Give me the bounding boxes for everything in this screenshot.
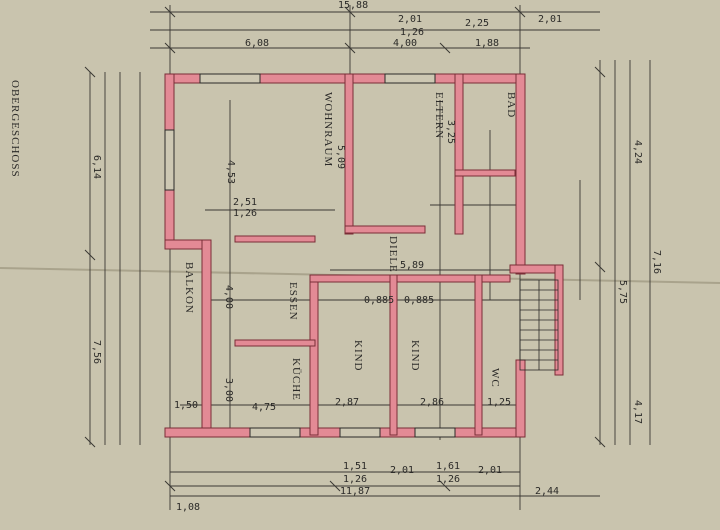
room-eltern: ELTERN: [433, 92, 445, 139]
dim-top-total: 15,88: [338, 0, 368, 11]
room-diele: DIELE: [387, 236, 399, 273]
window-kind1: [339, 427, 381, 438]
window-eltern: [384, 73, 436, 84]
dim-kueche-h: 3,00: [223, 378, 234, 402]
wall-wohn-diele: [344, 73, 354, 235]
dim-wc-w: 1,25: [487, 397, 511, 408]
wall-essen-top: [234, 235, 316, 243]
dim-essen-h: 4,00: [223, 285, 234, 309]
dim-left-a: 6,14: [91, 155, 102, 179]
dim-top-e: 6,08: [245, 38, 269, 49]
dim-misc-c: 1,50: [174, 400, 198, 411]
wall-right-upper: [515, 73, 526, 275]
staircase: [519, 279, 559, 371]
dim-diele-w: 5,89: [400, 260, 424, 271]
dim-top-g: 1,88: [475, 38, 499, 49]
dim-left-b: 7,56: [91, 340, 102, 364]
windows: [164, 73, 456, 438]
wall-diele-top: [344, 225, 426, 234]
room-kind-2: KIND: [409, 340, 421, 372]
window-kind2: [414, 427, 456, 438]
dim-bottom-f: 1,26: [436, 474, 460, 485]
dim-eltern-h: 3,25: [445, 120, 456, 144]
room-wohnraum: WOHNRAUM: [322, 92, 334, 167]
dim-top-b: 2,25: [465, 18, 489, 29]
wall-right-lower: [515, 359, 526, 438]
dim-bottom-e: 1,26: [343, 474, 367, 485]
dim-kind-w1: 2,87: [335, 397, 359, 408]
wall-kind-kind: [389, 274, 398, 436]
dim-wohn-w: 5,09: [335, 145, 346, 169]
dim-right-a: 7,16: [651, 250, 662, 274]
wall-essen-kind: [309, 274, 319, 436]
wall-eltern-bad: [454, 73, 464, 235]
dim-bottom-d: 2,01: [478, 465, 502, 476]
wall-stair-top: [509, 264, 561, 274]
wall-bad-bottom: [454, 169, 516, 177]
room-balkon: BALKON: [183, 262, 195, 314]
dim-bottom-b: 2,01: [390, 465, 414, 476]
sheet-title: OBERGESCHOSS: [9, 80, 21, 178]
dim-kind-w2: 2,86: [420, 397, 444, 408]
room-wc: WC: [489, 368, 501, 388]
wall-balcony-inner: [201, 239, 212, 436]
dimension-ticks: [84, 6, 606, 492]
dim-bottom-h: 1,08: [176, 502, 200, 513]
dim-bottom-g: 2,44: [535, 486, 559, 497]
room-bad: BAD: [505, 92, 517, 118]
wall-kueche-top: [234, 339, 316, 347]
dim-right-b: 4,24: [632, 140, 643, 164]
window-kueche: [249, 427, 301, 438]
window-wohn-side: [164, 129, 175, 191]
dim-bottom-c: 1,61: [436, 461, 460, 472]
dim-top-a: 2,01: [398, 14, 422, 25]
room-kind-1: KIND: [352, 340, 364, 372]
dim-bottom-a: 1,51: [343, 461, 367, 472]
dim-misc-e: 0,885: [404, 295, 434, 306]
room-kueche: KÜCHE: [290, 358, 302, 401]
dim-bottom-total: 11,87: [340, 486, 370, 497]
dim-top-f: 4,00: [393, 38, 417, 49]
dim-misc-d: 0,885: [364, 295, 394, 306]
window-wohn: [199, 73, 261, 84]
dim-kueche-w: 4,75: [252, 402, 276, 413]
dim-misc-b: 1,26: [233, 208, 257, 219]
room-essen: ESSEN: [287, 282, 299, 321]
dim-right-c: 4,17: [632, 400, 643, 424]
dim-top-c: 2,01: [538, 14, 562, 25]
wall-kind-wc: [474, 274, 483, 436]
dim-top-d: 1,26: [400, 27, 424, 38]
dim-misc-a: 2,51: [233, 197, 257, 208]
wall-kind-top: [309, 274, 511, 283]
dim-right-d: 5,75: [617, 280, 628, 304]
dim-wohn-h: 4,53: [225, 160, 236, 184]
